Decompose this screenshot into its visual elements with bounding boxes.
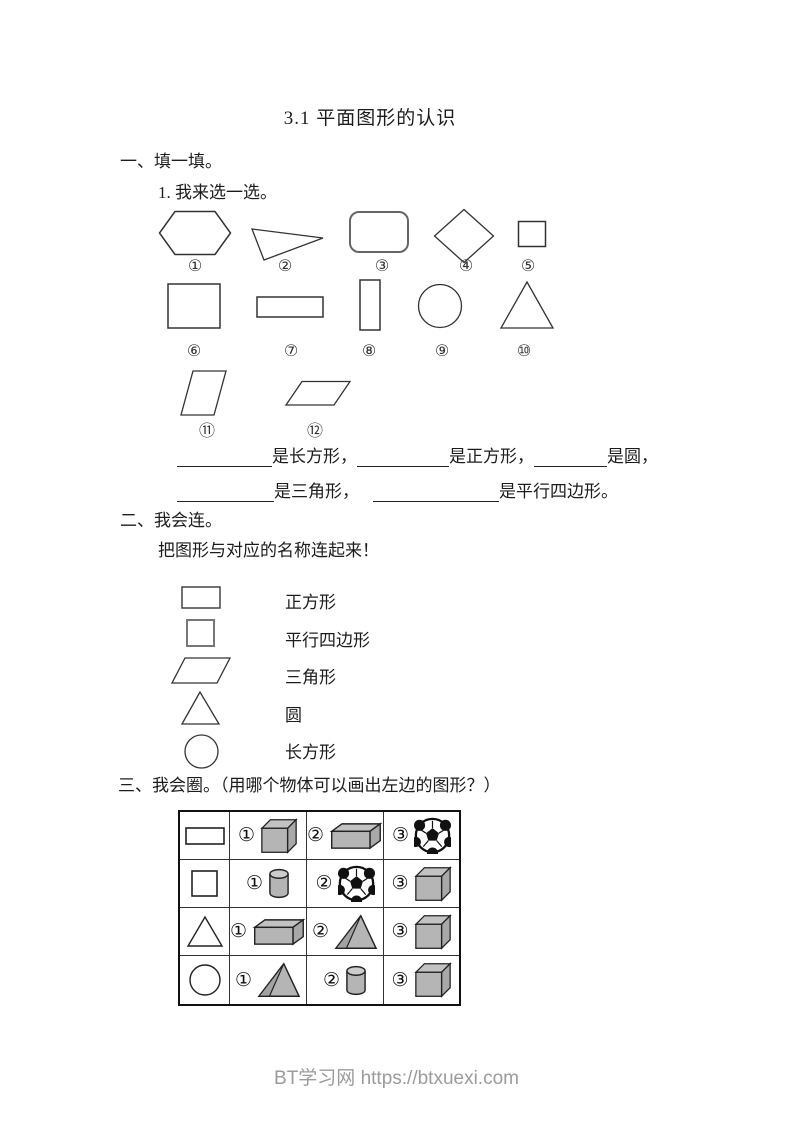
shape-label: ⑤ xyxy=(520,256,536,275)
option-cell: ③ xyxy=(384,812,459,860)
match-square-shape xyxy=(186,619,215,647)
circle-exercise-table: ① ② ③ ① ② ③ ① ② ③ ① ② ③ xyxy=(178,810,461,1006)
cylinder-icon xyxy=(269,868,289,899)
triangle-shape xyxy=(251,228,324,261)
shape-label: ⑨ xyxy=(434,341,450,360)
hexagon-shape xyxy=(158,210,232,256)
triangle-shape xyxy=(186,915,223,947)
option-number: ② xyxy=(322,968,341,991)
square-shape xyxy=(191,870,218,897)
fill-text: 是长方形， xyxy=(272,447,357,466)
answer-blank xyxy=(177,449,272,467)
table-row-shape-cell xyxy=(180,908,230,956)
section2-heading: 二、我会连。 xyxy=(120,511,222,530)
table-row-shape-cell xyxy=(180,956,230,1004)
answer-blank xyxy=(534,449,607,467)
option-cell: ② xyxy=(307,860,384,908)
parallelogram-shape xyxy=(284,380,352,406)
match-name: 正方形 xyxy=(285,593,336,612)
answer-blank xyxy=(373,484,499,502)
shape-label: ⑫ xyxy=(306,421,323,440)
section1-subheading: 1. 我来选一选。 xyxy=(158,183,277,202)
answer-blank xyxy=(357,449,449,467)
fill-text: 是三角形， xyxy=(274,482,359,501)
match-name: 三角形 xyxy=(285,668,336,687)
cuboid-icon xyxy=(331,822,381,849)
option-cell: ③ xyxy=(384,908,459,956)
match-name: 圆 xyxy=(285,706,302,725)
shape-label: ③ xyxy=(374,256,390,275)
rectangle-shape xyxy=(184,826,225,845)
cylinder-icon xyxy=(346,965,366,995)
option-cell: ② xyxy=(307,812,384,860)
soccer-ball-icon xyxy=(414,817,451,854)
soccer-ball-icon xyxy=(338,865,375,902)
shape-label: ⑪ xyxy=(198,421,215,440)
option-number: ③ xyxy=(391,824,410,846)
fill-text: 是圆， xyxy=(607,447,658,466)
option-cell: ① xyxy=(230,860,307,908)
option-cell: ① xyxy=(230,812,307,860)
parallelogram-shape xyxy=(180,370,227,416)
cube-icon xyxy=(414,866,451,901)
shape-label: ⑦ xyxy=(283,341,299,360)
option-number: ③ xyxy=(391,872,409,894)
match-name: 长方形 xyxy=(285,743,336,762)
cuboid-icon xyxy=(254,918,304,945)
shape-label: ⑥ xyxy=(186,341,202,360)
rounded-rectangle-shape xyxy=(349,211,409,253)
diamond-shape xyxy=(433,208,495,264)
match-triangle-shape xyxy=(180,690,221,725)
match-name: 平行四边形 xyxy=(285,631,370,650)
section1-heading: 一、填一填。 xyxy=(120,152,222,171)
option-number: ③ xyxy=(391,920,409,942)
option-number: ② xyxy=(307,824,325,846)
cube-icon xyxy=(414,914,451,949)
circle-shape xyxy=(188,964,221,996)
table-row-shape-cell xyxy=(180,860,230,908)
section2-instruction: 把图形与对应的名称连起来！ xyxy=(158,541,379,560)
option-number: ① xyxy=(234,968,253,991)
option-cell: ② xyxy=(307,956,384,1004)
option-number: ① xyxy=(245,872,264,894)
shape-label: ④ xyxy=(458,256,474,275)
option-number: ③ xyxy=(391,968,409,991)
option-cell: ① xyxy=(230,956,307,1004)
answer-blank xyxy=(177,484,274,502)
footer-watermark: BT学习网 https://btxuexi.com xyxy=(274,1068,519,1089)
match-circle-shape xyxy=(184,734,219,769)
option-cell: ③ xyxy=(384,956,459,1004)
cube-icon xyxy=(414,963,451,997)
match-rectangle-shape xyxy=(181,586,221,609)
fill-line-1: 是长方形， 是正方形， 是圆， xyxy=(177,447,658,467)
option-cell: ② xyxy=(307,908,384,956)
option-number: ② xyxy=(315,872,333,894)
shape-label: ② xyxy=(277,256,293,275)
option-cell: ① xyxy=(230,908,307,956)
section3-heading: 三、我会圈。（用哪个物体可以画出左边的图形？） xyxy=(118,776,501,795)
fill-text: 是平行四边形。 xyxy=(499,482,618,501)
page-title: 3.1 平面图形的认识 xyxy=(283,108,457,129)
table-row-shape-cell xyxy=(180,812,230,860)
shape-label: ① xyxy=(187,256,203,275)
small-square-shape xyxy=(517,220,547,248)
square-shape xyxy=(167,283,221,329)
fill-line-2: 是三角形， 是平行四边形。 xyxy=(177,482,618,502)
triangle-shape xyxy=(499,280,555,329)
circle-shape xyxy=(417,283,463,329)
shape-label: ⑧ xyxy=(361,341,377,360)
option-number: ② xyxy=(311,920,330,942)
tall-rectangle-shape xyxy=(359,279,381,331)
triangular-prism-icon xyxy=(258,963,300,997)
option-cell: ③ xyxy=(384,860,459,908)
option-number: ① xyxy=(237,824,256,846)
option-number: ① xyxy=(230,920,248,942)
cube-icon xyxy=(261,818,297,853)
wide-rectangle-shape xyxy=(256,296,324,318)
triangular-prism-icon xyxy=(335,914,377,949)
fill-text: 是正方形， xyxy=(449,447,534,466)
match-parallelogram-shape xyxy=(170,657,232,684)
shape-label: ⑩ xyxy=(516,341,532,360)
